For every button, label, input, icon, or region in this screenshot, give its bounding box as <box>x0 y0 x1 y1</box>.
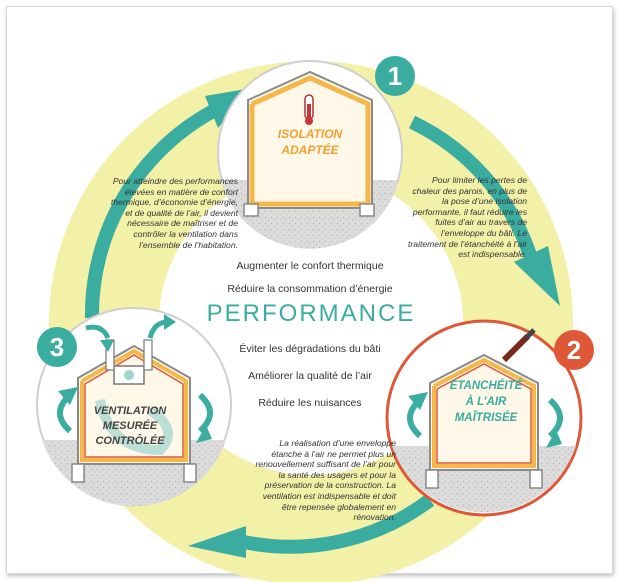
house-2-illustration <box>385 319 583 517</box>
step-1-label-line1: ISOLATION <box>277 127 343 141</box>
center-title: PERFORMANCE <box>206 300 416 327</box>
step-2-label-line1: ÉTANCHÉITÉ <box>449 380 523 392</box>
step-3-label-line1: VENTILATION <box>93 405 167 417</box>
text-airtightness-need: Pour limiter les pertes de chaleur des p… <box>408 175 527 260</box>
cycle-arrow-1-to-2 <box>408 115 537 258</box>
air-inlet-arrow-icon <box>85 324 111 340</box>
step-2-badge: 2 <box>554 330 594 370</box>
air-arrow-right-icon <box>547 397 563 439</box>
center-item-nuisances: Réduire les nuisances <box>258 397 362 409</box>
cycle-arrowhead-3 <box>188 526 246 558</box>
step-2-label: ÉTANCHÉITÉ À L’AIR MAÎTRISÉE <box>438 378 534 426</box>
step-2-label-line3: MAÎTRISÉE <box>454 412 518 424</box>
text-ventilation-need: Pour atteindre des performances élevées … <box>110 176 238 250</box>
air-swirl-icon <box>95 398 173 456</box>
step-2-label-line2: À L’AIR <box>465 396 507 408</box>
air-arrow-right-icon <box>197 392 213 434</box>
step-1-badge: 1 <box>375 56 415 96</box>
house-1-illustration <box>217 60 403 249</box>
center-item-degradation: Éviter les dégradations du bâti <box>239 343 381 355</box>
step-3-label-line3: CONTRÔLÉE <box>95 435 165 447</box>
sealant-pen-icon <box>501 333 531 363</box>
center-item-consumption: Réduire la consommation d’énergie <box>227 283 393 295</box>
step-1-label-line2: ADAPTÉE <box>281 143 339 157</box>
center-item-air-quality: Améliorer la qualité de l’air <box>248 370 372 382</box>
step-1-label: ISOLATION ADAPTÉE <box>258 126 362 158</box>
step-3-label: VENTILATION MESURÉE CONTRÔLÉE <box>78 404 182 449</box>
center-disc <box>159 171 463 475</box>
cycle-arrowhead-2 <box>514 246 560 306</box>
center-item-comfort: Augmenter le confort thermique <box>236 260 384 272</box>
step-3-label-line2: MESURÉE <box>102 420 158 432</box>
text-renewal-need: La réalisation d’une enveloppe étanche à… <box>255 438 396 523</box>
cycle-arrow-2-to-3 <box>233 494 435 554</box>
cycle-arrow-3-to-1 <box>84 103 219 319</box>
house-3-illustration <box>36 307 232 507</box>
step-3-badge: 3 <box>37 327 77 367</box>
